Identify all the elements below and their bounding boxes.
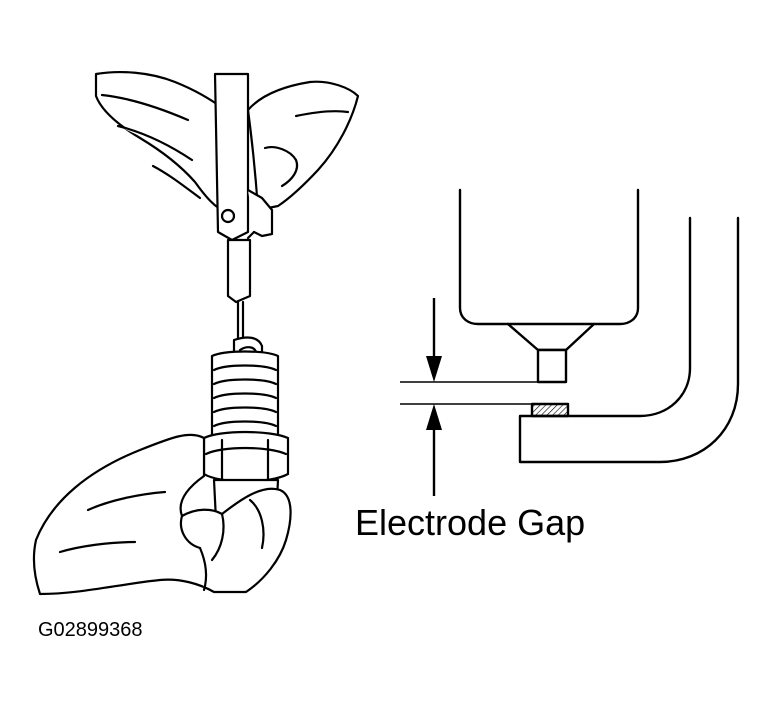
lower-hand: [32, 433, 292, 596]
ground-electrode-detail: [518, 216, 740, 464]
electrode-gap-label: Electrode Gap: [355, 502, 586, 543]
spark-plug-illustration: [202, 336, 290, 522]
figure-id-label: G02899368: [38, 619, 143, 641]
hand-and-feeler-gauge: [94, 70, 360, 340]
gap-dimension-lines: [400, 298, 540, 496]
center-electrode-detail: [458, 188, 640, 384]
